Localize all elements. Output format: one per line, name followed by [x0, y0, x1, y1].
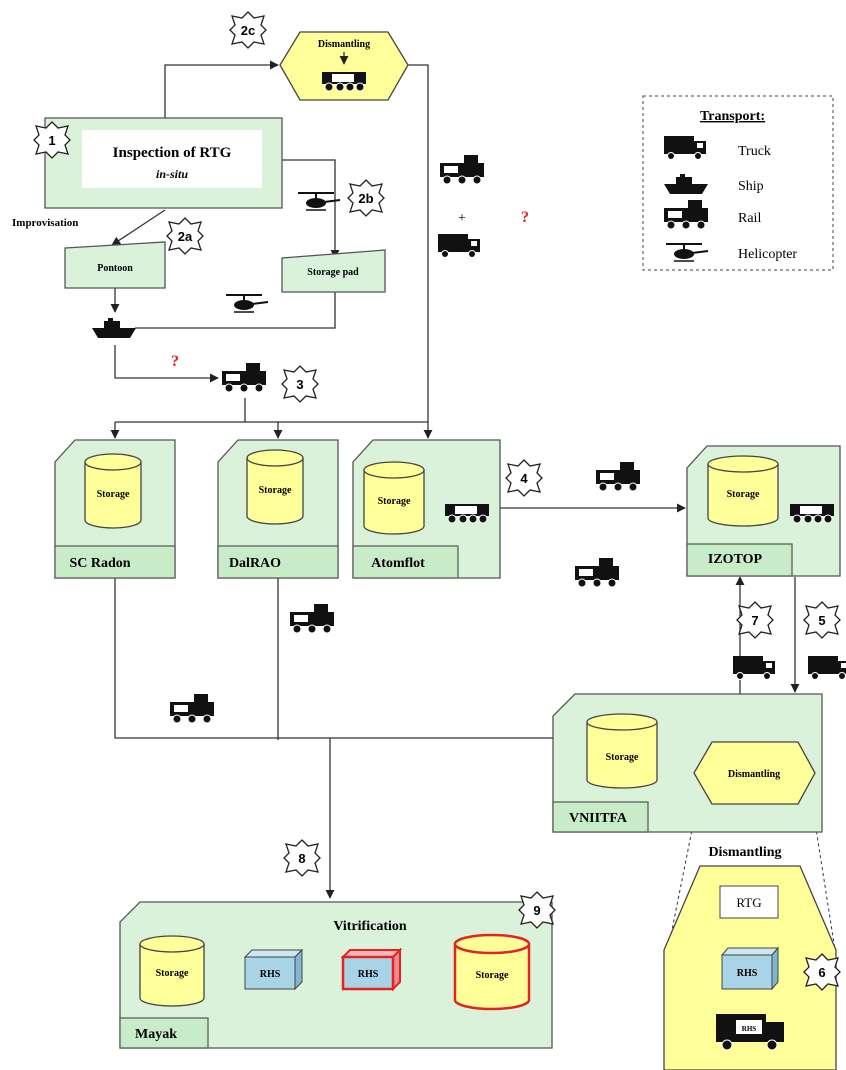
step-marker-5: 5: [803, 601, 841, 639]
step-marker-6: 6: [803, 953, 841, 991]
dismantling-detail-title: Dismantling: [708, 845, 781, 860]
truck-icon: RHS: [716, 1014, 784, 1051]
step-marker-8: 8: [283, 839, 321, 877]
storage-cylinder: Storage: [139, 935, 205, 1007]
step-number: 2a: [178, 229, 193, 244]
dismantling-site-top: Dismantling: [279, 31, 409, 101]
facility-label: Atomflot: [371, 556, 425, 571]
step-marker-1: 1: [33, 121, 71, 159]
step-marker-7: 7: [736, 601, 774, 639]
helicopter-icon: [225, 294, 269, 313]
step-marker-2c: 2c: [229, 11, 267, 49]
step-number: 8: [298, 851, 305, 866]
storage-cylinder: Storage: [707, 455, 779, 527]
facility-dalrao: DalRAO Storage: [217, 439, 339, 579]
step-marker-2a: 2a: [166, 217, 204, 255]
step-number: 1: [48, 133, 55, 148]
facility-label: SC Radon: [69, 556, 130, 571]
storage-cylinder: Storage: [246, 449, 304, 525]
step-number: 9: [533, 903, 540, 918]
ship-icon: [92, 318, 136, 338]
storage-cylinder: Storage: [363, 461, 425, 535]
storage-label: Storage: [476, 970, 509, 981]
storage-label: Storage: [259, 485, 292, 496]
storage-pad-box: Storage pad: [281, 249, 386, 293]
step-number: 2b: [358, 191, 373, 206]
storage-label: Storage: [97, 489, 130, 500]
step-marker-2b: 2b: [347, 179, 385, 217]
storage-label: Storage: [727, 489, 760, 500]
flatcar-icon: [444, 503, 490, 524]
truck-icon: [437, 233, 481, 258]
rhs-label: RHS: [358, 969, 379, 980]
flatcar-icon: [321, 71, 367, 92]
flatcar-icon: [789, 503, 835, 524]
storage-label: Storage: [156, 968, 189, 979]
rhs-label: RHS: [260, 969, 281, 980]
facility-vniitfa: VNIITFA Storage Dismantling: [552, 693, 823, 833]
rhs-cube: RHS: [243, 948, 304, 991]
storage-cylinder-vitrified: Storage: [453, 933, 531, 1011]
inspection-title: Inspection of RTG: [113, 145, 232, 161]
pontoon-box: Pontoon: [64, 241, 166, 289]
rtg-label: RTG: [736, 895, 761, 910]
step-marker-9: 9: [518, 891, 556, 929]
facility-sc-radon: SC Radon Storage: [54, 439, 176, 579]
legend-item: Rail: [738, 211, 761, 226]
facility-atomflot: Atomflot Storage: [352, 439, 501, 579]
improvisation-label: Improvisation: [12, 217, 78, 229]
facility-label: IZOTOP: [708, 552, 763, 567]
storage-pad-label: Storage pad: [307, 267, 359, 278]
pontoon-label: Pontoon: [97, 263, 133, 274]
rail-icon: [439, 154, 485, 185]
step-number: 3: [296, 377, 303, 392]
helicopter-icon: [297, 192, 341, 211]
vitrification-label: Vitrification: [333, 919, 407, 934]
facility-label: Mayak: [135, 1027, 177, 1042]
transport-legend: Transport: Truck Ship Rail Helicopter: [642, 95, 834, 271]
dismantling-label: Dismantling: [318, 39, 370, 50]
legend-item: Helicopter: [738, 247, 797, 262]
legend-item: Truck: [738, 144, 771, 159]
rail-icon: [595, 461, 641, 492]
facility-label: DalRAO: [229, 556, 281, 571]
question-mark: ?: [521, 209, 529, 226]
step-number: 7: [751, 613, 758, 628]
storage-label: Storage: [606, 752, 639, 763]
step-markers: 1 2c 2b 2a 3 4 7 5: [33, 11, 841, 991]
dismantling-detail: Dismantling RTG RHS RHS: [663, 845, 837, 1070]
dismantling-unit: Dismantling: [693, 741, 816, 805]
rail-icon: [169, 693, 215, 724]
facility-mayak: Mayak Vitrification Storage RHS RHS Stor…: [119, 901, 553, 1049]
storage-cylinder: Storage: [586, 713, 658, 789]
rail-icon: [574, 557, 620, 588]
step-number: 4: [520, 471, 528, 486]
legend-title: Transport:: [700, 109, 765, 124]
rhs-label: RHS: [742, 1025, 757, 1033]
step-marker-4: 4: [505, 459, 543, 497]
step-number: 2c: [241, 23, 255, 38]
rail-icon: [289, 603, 335, 634]
truck-icon: [807, 655, 846, 680]
storage-label: Storage: [378, 496, 411, 507]
step-marker-3: 3: [281, 365, 319, 403]
plus-sign: +: [458, 211, 466, 226]
rhs-cube: RHS: [720, 946, 780, 991]
rhs-label: RHS: [737, 968, 758, 979]
dismantling-label: Dismantling: [728, 769, 780, 780]
facility-label: VNIITFA: [569, 811, 628, 826]
truck-icon: [732, 655, 776, 680]
legend-item: Ship: [738, 179, 764, 194]
facility-izotop: IZOTOP Storage: [686, 445, 841, 577]
storage-cylinder: Storage: [84, 453, 142, 529]
question-mark: ?: [171, 353, 179, 370]
step-number: 6: [818, 965, 825, 980]
rail-icon: [221, 362, 267, 393]
inspection-subtitle: in-situ: [156, 167, 188, 181]
rhs-cube-vitrified: RHS: [340, 947, 403, 992]
step-number: 5: [818, 613, 825, 628]
inspection-box: Inspection of RTG in-situ: [44, 117, 283, 209]
